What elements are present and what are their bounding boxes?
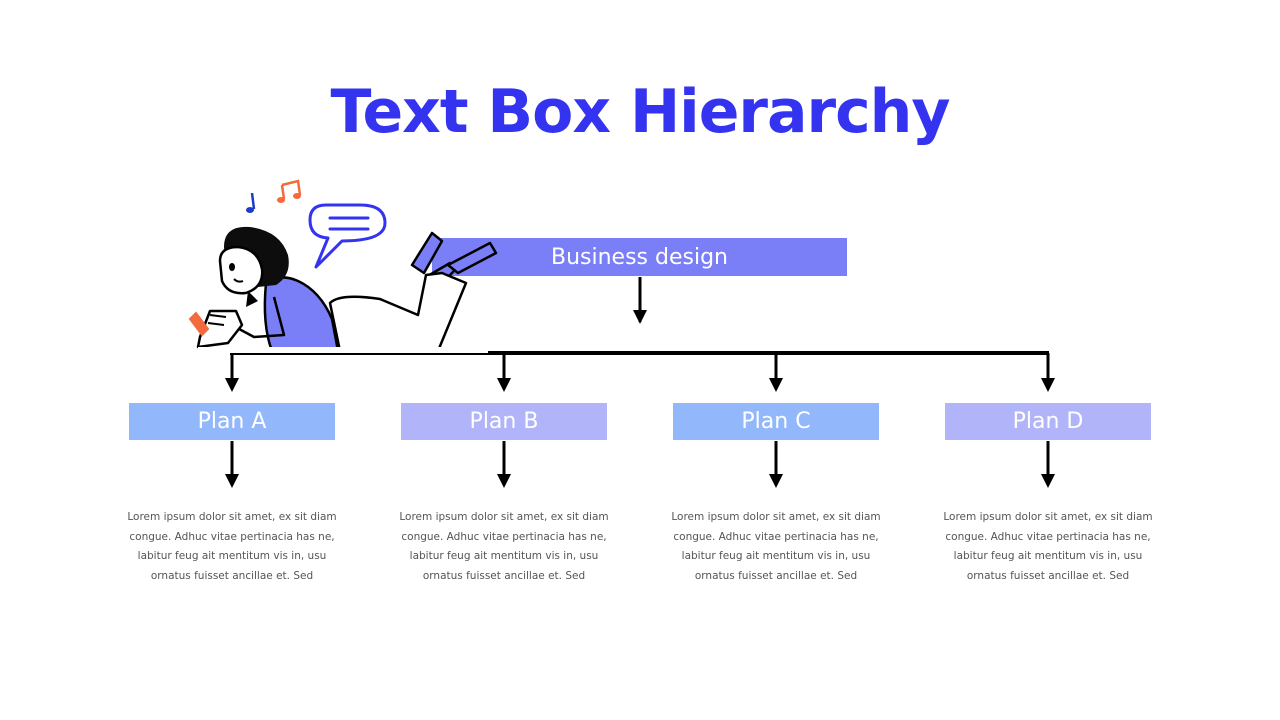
plan-box-c: Plan C [673,403,879,440]
plan-d-description: Lorem ipsum dolor sit amet, ex sit diam … [943,511,1153,582]
plan-box-d: Plan D [945,403,1151,440]
plan-c-description: Lorem ipsum dolor sit amet, ex sit diam … [671,511,881,582]
music-notes-icon [277,179,302,203]
plan-b-description: Lorem ipsum dolor sit amet, ex sit diam … [399,511,609,582]
root-arrow-head [633,310,647,324]
person-head [218,226,289,307]
plan-box-label: Plan D [1012,409,1084,434]
plan-box-label: Plan B [469,409,539,434]
plan-box-label: Plan A [197,409,267,434]
plan-box-a: Plan A [129,403,335,440]
plan-a-description: Lorem ipsum dolor sit amet, ex sit diam … [127,511,337,582]
branch-arrows [225,353,1055,392]
plan-box-b: Plan B [401,403,607,440]
music-note-icon [246,192,256,213]
root-box-business-design: Business design [432,238,847,276]
phone-icon [188,311,210,337]
root-box-label: Business design [551,244,728,270]
plan-box-label: Plan C [741,409,811,434]
plan-arrows [225,441,1055,488]
person-lying-illustration [188,179,498,353]
page-title: Text Box Hierarchy [330,77,950,147]
speech-bubble-icon [308,203,387,269]
